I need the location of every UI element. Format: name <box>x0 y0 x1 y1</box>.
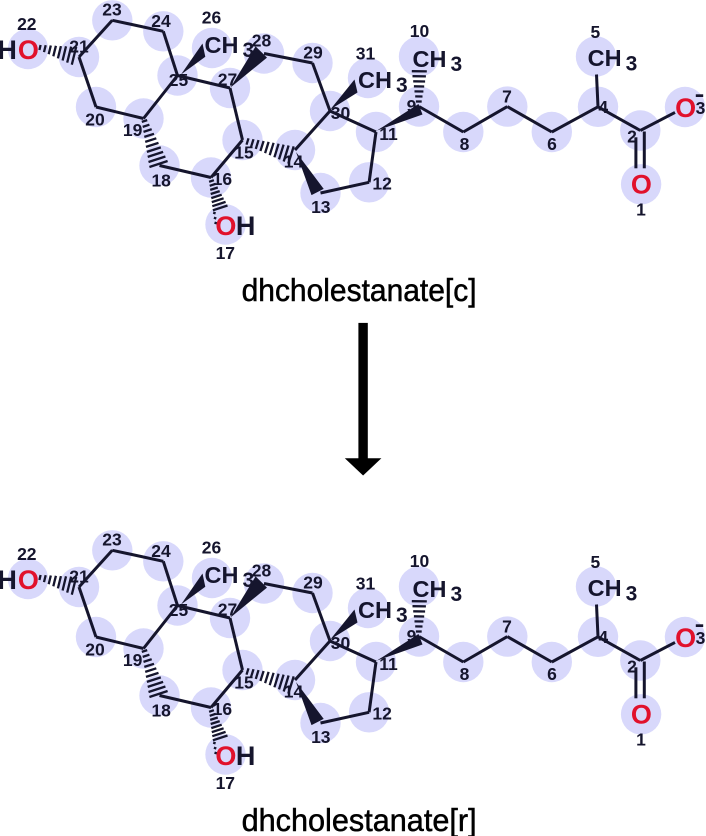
svg-text:CH: CH <box>358 67 392 93</box>
svg-text:O: O <box>631 700 652 730</box>
svg-text:CH: CH <box>205 32 239 58</box>
svg-text:31: 31 <box>356 574 376 594</box>
svg-text:dhcholestanate[r]: dhcholestanate[r] <box>242 802 477 836</box>
svg-text:9: 9 <box>407 96 417 116</box>
svg-text:12: 12 <box>372 704 392 724</box>
svg-text:CH: CH <box>588 575 622 601</box>
svg-text:O: O <box>631 170 652 200</box>
svg-text:9: 9 <box>407 626 417 646</box>
svg-text:17: 17 <box>216 773 235 793</box>
svg-text:21: 21 <box>69 567 89 587</box>
svg-text:O: O <box>18 565 39 595</box>
svg-text:3: 3 <box>451 53 463 76</box>
svg-text:2: 2 <box>627 126 637 146</box>
svg-text:CH: CH <box>413 576 447 602</box>
svg-text:H: H <box>236 211 256 241</box>
svg-text:8: 8 <box>460 134 470 154</box>
svg-text:4: 4 <box>598 97 608 117</box>
svg-text:3: 3 <box>396 74 408 97</box>
svg-text:23: 23 <box>102 0 122 19</box>
svg-text:CH: CH <box>588 45 622 71</box>
svg-text:13: 13 <box>311 197 331 217</box>
svg-text:23: 23 <box>102 529 122 549</box>
svg-text:6: 6 <box>547 134 557 154</box>
svg-text:18: 18 <box>151 701 171 721</box>
svg-text:3: 3 <box>396 604 408 627</box>
svg-text:3: 3 <box>243 39 255 62</box>
svg-text:4: 4 <box>598 627 608 647</box>
svg-text:25: 25 <box>169 70 189 90</box>
svg-text:24: 24 <box>151 11 171 31</box>
svg-text:10: 10 <box>410 551 430 571</box>
svg-text:O: O <box>18 35 39 65</box>
svg-text:O: O <box>215 741 236 771</box>
svg-text:15: 15 <box>234 143 254 163</box>
svg-text:14: 14 <box>284 152 304 172</box>
svg-text:27: 27 <box>218 70 237 90</box>
svg-text:2: 2 <box>627 656 637 676</box>
svg-text:11: 11 <box>379 124 398 144</box>
svg-text:7: 7 <box>502 616 512 636</box>
svg-text:30: 30 <box>331 103 351 123</box>
svg-text:24: 24 <box>151 541 171 561</box>
svg-text:6: 6 <box>547 664 557 684</box>
svg-text:16: 16 <box>213 169 233 189</box>
svg-text:18: 18 <box>151 171 171 191</box>
svg-text:13: 13 <box>311 727 331 747</box>
svg-text:16: 16 <box>213 699 233 719</box>
svg-text:26: 26 <box>202 538 222 558</box>
svg-text:1: 1 <box>636 730 646 750</box>
svg-text:CH: CH <box>205 562 239 588</box>
svg-text:25: 25 <box>169 600 189 620</box>
svg-text:H: H <box>0 35 17 65</box>
svg-text:19: 19 <box>123 650 143 670</box>
svg-text:3: 3 <box>626 582 638 605</box>
svg-text:20: 20 <box>85 640 105 660</box>
svg-text:20: 20 <box>85 110 105 130</box>
svg-text:O: O <box>675 93 696 123</box>
svg-text:22: 22 <box>17 14 37 34</box>
svg-text:30: 30 <box>331 633 351 653</box>
svg-text:29: 29 <box>303 43 323 63</box>
svg-text:H: H <box>0 565 17 595</box>
svg-text:CH: CH <box>413 46 447 72</box>
svg-text:3: 3 <box>696 98 706 118</box>
svg-text:dhcholestanate[c]: dhcholestanate[c] <box>242 272 477 308</box>
svg-text:10: 10 <box>410 21 430 41</box>
svg-text:29: 29 <box>303 573 323 593</box>
svg-text:15: 15 <box>234 673 254 693</box>
svg-text:3: 3 <box>626 52 638 75</box>
svg-text:7: 7 <box>502 86 512 106</box>
svg-text:O: O <box>675 623 696 653</box>
svg-text:8: 8 <box>460 664 470 684</box>
svg-text:28: 28 <box>252 31 272 51</box>
svg-text:5: 5 <box>591 22 601 42</box>
svg-text:1: 1 <box>636 200 646 220</box>
svg-text:3: 3 <box>243 569 255 592</box>
svg-text:19: 19 <box>123 120 143 140</box>
svg-text:5: 5 <box>591 552 601 572</box>
svg-text:3: 3 <box>451 583 463 606</box>
svg-text:26: 26 <box>202 8 222 28</box>
svg-text:12: 12 <box>372 174 392 194</box>
svg-text:CH: CH <box>358 597 392 623</box>
svg-text:14: 14 <box>284 682 304 702</box>
svg-text:27: 27 <box>218 600 237 620</box>
svg-text:22: 22 <box>17 544 37 564</box>
svg-text:H: H <box>236 741 256 771</box>
svg-text:11: 11 <box>379 654 398 674</box>
svg-text:17: 17 <box>216 243 235 263</box>
svg-text:O: O <box>215 211 236 241</box>
svg-text:21: 21 <box>69 37 89 57</box>
svg-text:3: 3 <box>696 628 706 648</box>
svg-text:28: 28 <box>252 561 272 581</box>
svg-text:31: 31 <box>356 44 376 64</box>
